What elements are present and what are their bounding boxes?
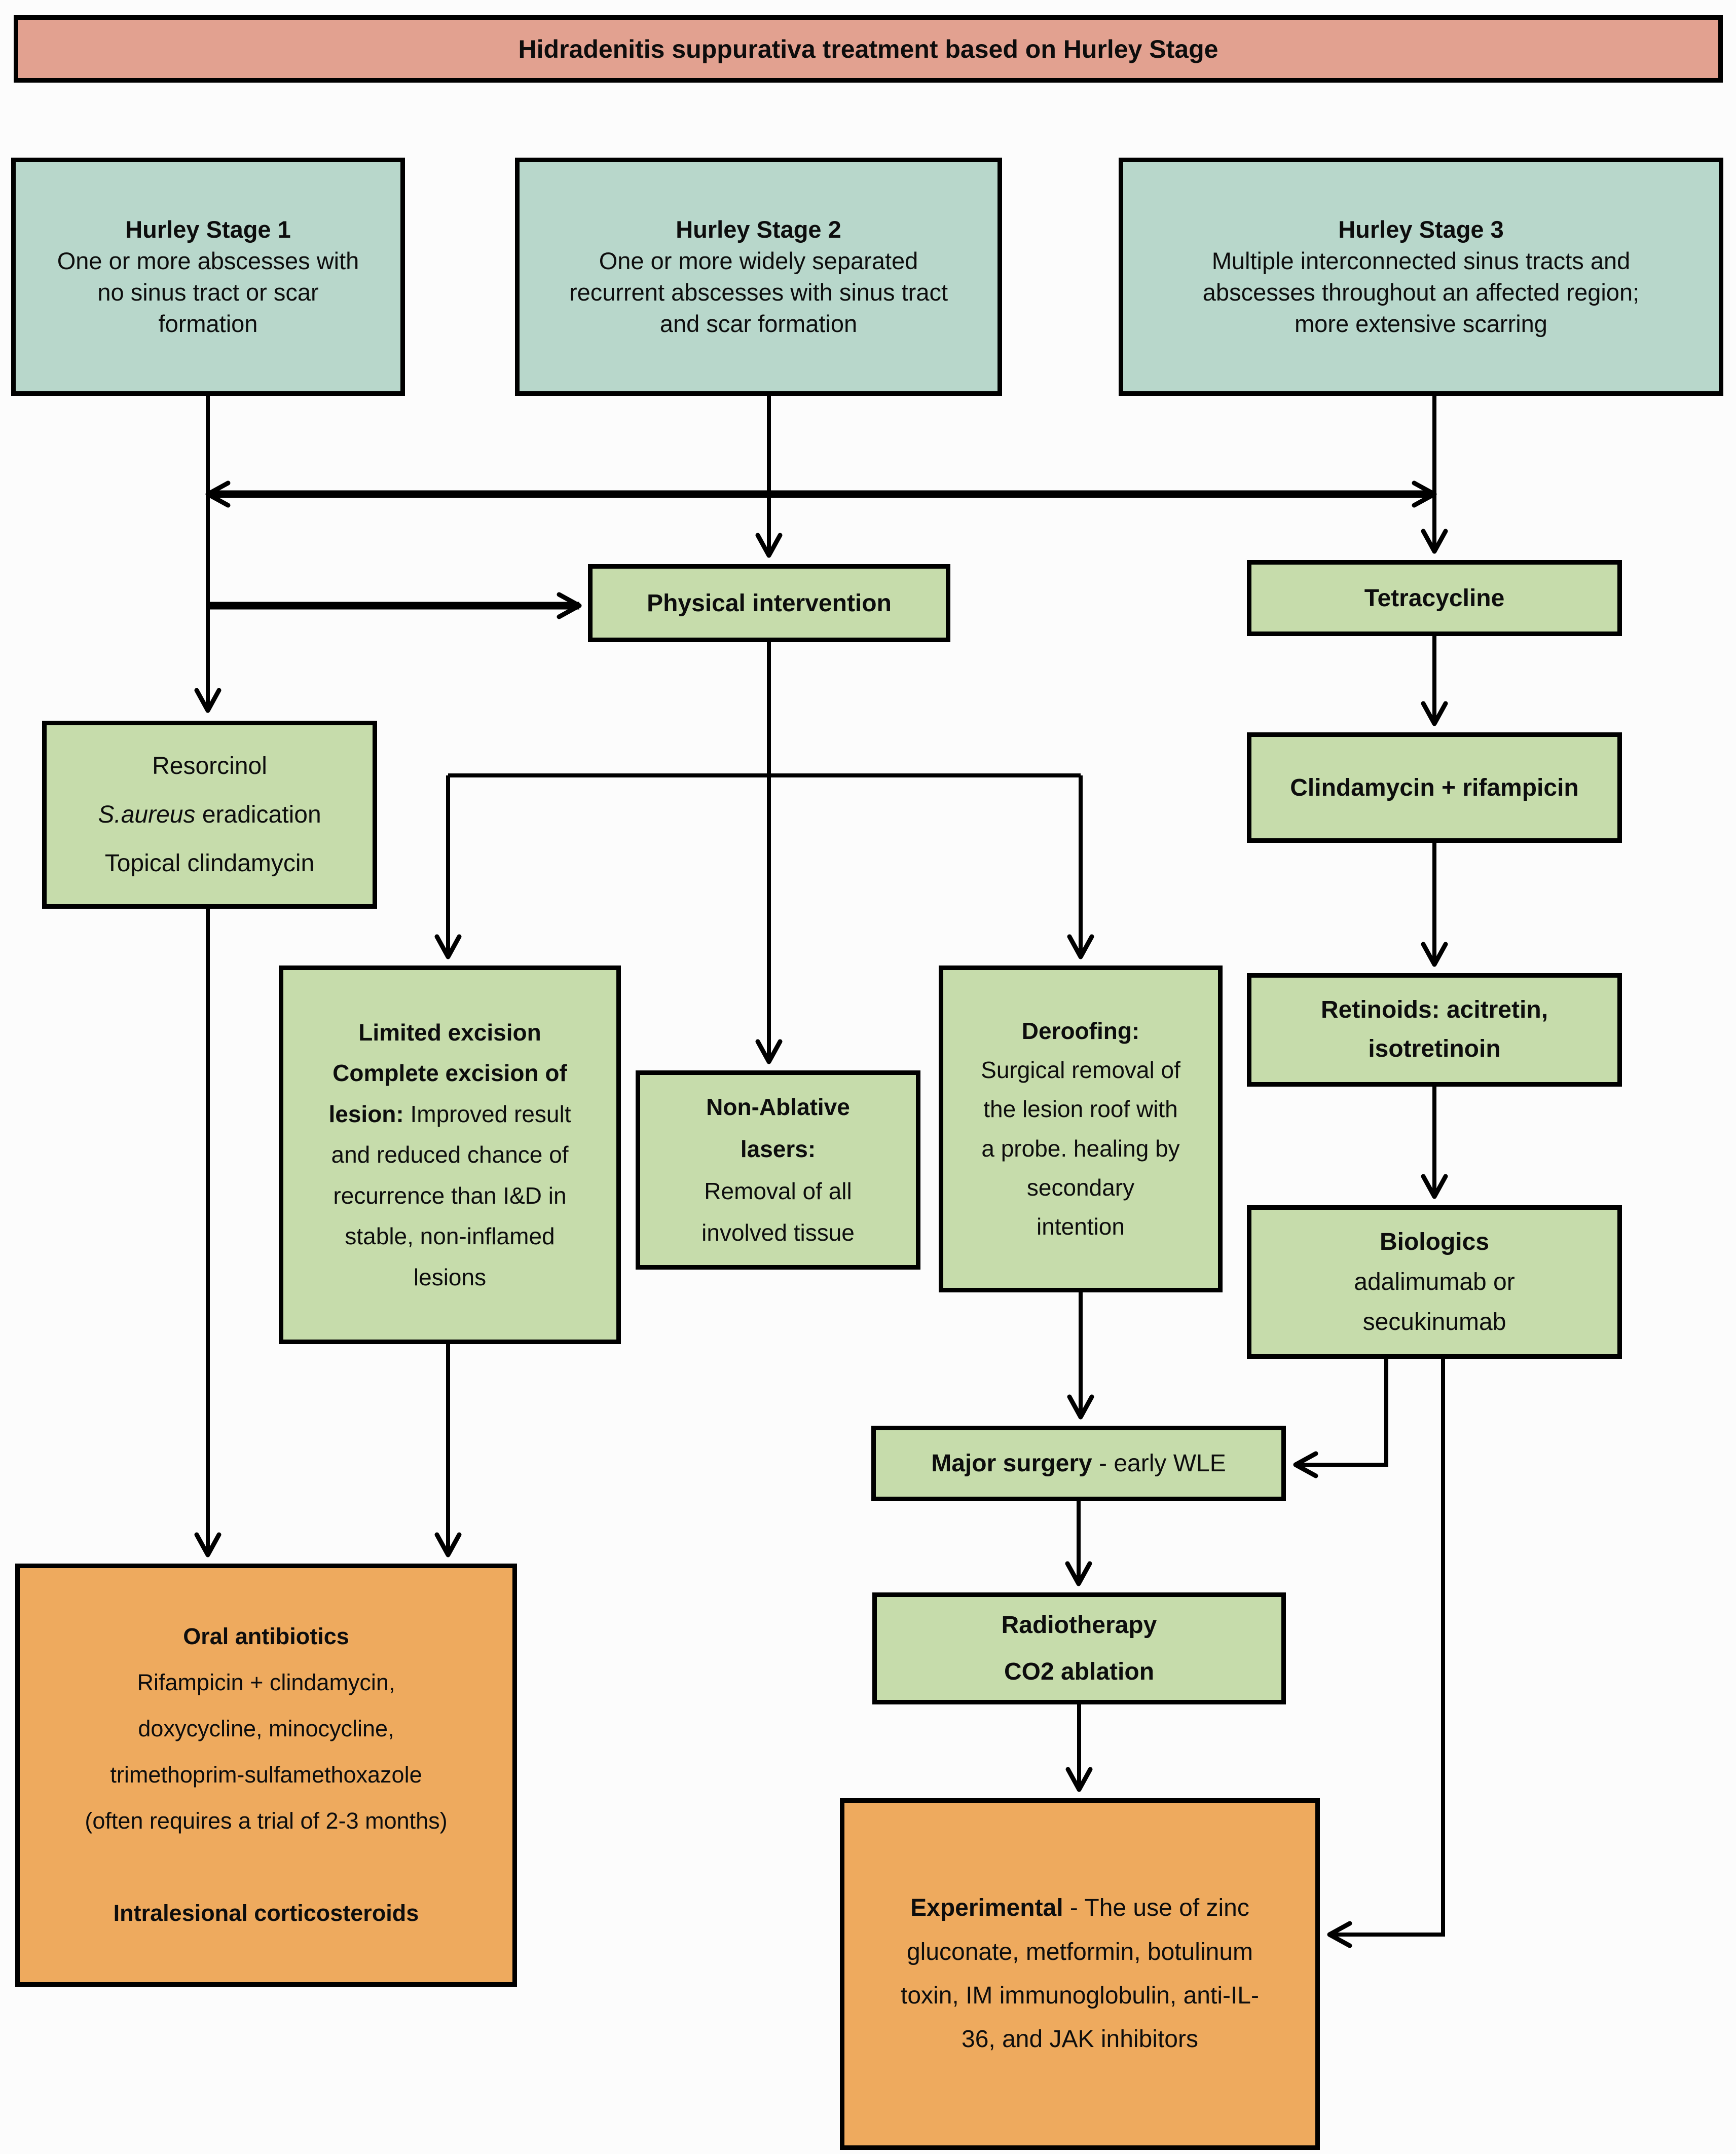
node-clindamycin-rifampicin: Clindamycin + rifampicin (1247, 732, 1622, 843)
text-line: Hurley Stage 3 (1338, 215, 1504, 243)
node-physical-intervention: Physical intervention (588, 564, 950, 642)
text-line: Deroofing: (1021, 1017, 1140, 1044)
text-line: One or more widely separated (599, 247, 918, 274)
text-line: lesions (413, 1264, 487, 1290)
text-line: Topical clindamycin (104, 849, 315, 877)
text-line: Intralesional corticosteroids (113, 1900, 419, 1926)
text-line: isotretinoin (1368, 1035, 1501, 1062)
text-line: Experimental - The use of zinc (910, 1895, 1249, 1922)
title-banner: Hidradenitis suppurativa treatment based… (14, 15, 1723, 83)
text-line: recurrent abscesses with sinus tract (569, 279, 948, 306)
text-line (263, 1844, 270, 1890)
node-hurley-stage-2: Hurley Stage 2 One or more widely separat… (515, 158, 1002, 396)
text-line: no sinus tract or scar (97, 279, 319, 306)
page-title: Hidradenitis suppurativa treatment based… (518, 34, 1218, 63)
text-line: Hurley Stage 2 (676, 215, 841, 243)
text-line: Tetracycline (1364, 584, 1505, 612)
text-line: the lesion roof with (983, 1096, 1178, 1123)
node-hurley-stage-1: Hurley Stage 1 One or more abscesses with… (11, 158, 405, 396)
node-hurley-stage-3: Hurley Stage 3 Multiple interconnected si… (1119, 158, 1723, 396)
text-line: Physical intervention (647, 589, 892, 617)
text-line: Oral antibiotics (183, 1623, 349, 1650)
text-line: Non-Ablative (706, 1093, 850, 1120)
text-line: toxin, IM immunoglobulin, anti-IL- (901, 1982, 1259, 2009)
text-line: lesion: Improved result (328, 1100, 571, 1127)
text-line: 36, and JAK inhibitors (962, 2026, 1198, 2053)
text-line: S.aureus eradication (98, 801, 321, 828)
text-line: more extensive scarring (1295, 310, 1547, 338)
text-line: Radiotherapy (1001, 1612, 1157, 1639)
text-line: Surgical removal of (981, 1056, 1180, 1083)
node-major-surgery: Major surgery - early WLE (871, 1426, 1286, 1501)
text-line: intention (1037, 1213, 1125, 1240)
text-line: involved tissue (701, 1219, 855, 1246)
text-line: Resorcinol (152, 752, 267, 779)
text-line: abscesses throughout an affected region; (1202, 279, 1640, 306)
text-line: Biologics (1379, 1228, 1490, 1255)
node-non-ablative-lasers: Non-Ablative lasers: Removal of all involve… (636, 1070, 920, 1270)
connector-biologics-experimental-elbow (1327, 1357, 1445, 1948)
text-line: Clindamycin + rifampicin (1290, 774, 1579, 801)
text-line: Major surgery - early WLE (931, 1450, 1226, 1477)
text-line: recurrence than I&D in (333, 1182, 567, 1209)
text-line: Multiple interconnected sinus tracts and (1211, 247, 1631, 274)
connector-biologics-major-elbow (1293, 1357, 1388, 1478)
text-line: (often requires a trial of 2-3 months) (85, 1807, 448, 1834)
text-line: secukinumab (1362, 1309, 1506, 1336)
text-line: doxycycline, minocycline, (138, 1716, 394, 1742)
text-line: adalimumab or (1354, 1268, 1515, 1295)
text-line: Removal of all (704, 1177, 852, 1204)
node-tetracycline: Tetracycline (1247, 560, 1622, 636)
text-line: a probe. healing by (981, 1135, 1180, 1162)
text-line: secondary (1026, 1174, 1135, 1201)
text-line: and reduced chance of (331, 1141, 569, 1168)
text-line: Hurley Stage 1 (125, 215, 291, 243)
text-line: Limited excision (358, 1019, 541, 1046)
text-line: Retinoids: acitretin, (1320, 996, 1548, 1024)
text-line: stable, non-inflamed (345, 1223, 555, 1250)
node-retinoids: Retinoids: acitretin, isotretinoin (1247, 973, 1622, 1087)
node-biologics: Biologics adalimumab or secukinumab (1247, 1205, 1622, 1359)
text-line: CO2 ablation (1004, 1658, 1155, 1685)
text-line: Complete excision of (333, 1060, 567, 1087)
text-line: trimethoprim-sulfamethoxazole (110, 1762, 422, 1788)
node-experimental: Experimental - The use of zinc gluconate,… (840, 1798, 1320, 2150)
text-line: formation (158, 310, 258, 338)
text-line: and scar formation (659, 310, 858, 338)
text-line: Rifampicin + clindamycin, (137, 1669, 395, 1696)
node-deroofing: Deroofing: Surgical removal of the lesion … (939, 965, 1223, 1292)
text-line: One or more abscesses with (57, 247, 359, 274)
text-line: gluconate, metformin, botulinum (906, 1938, 1253, 1965)
text-line: lasers: (740, 1135, 816, 1162)
